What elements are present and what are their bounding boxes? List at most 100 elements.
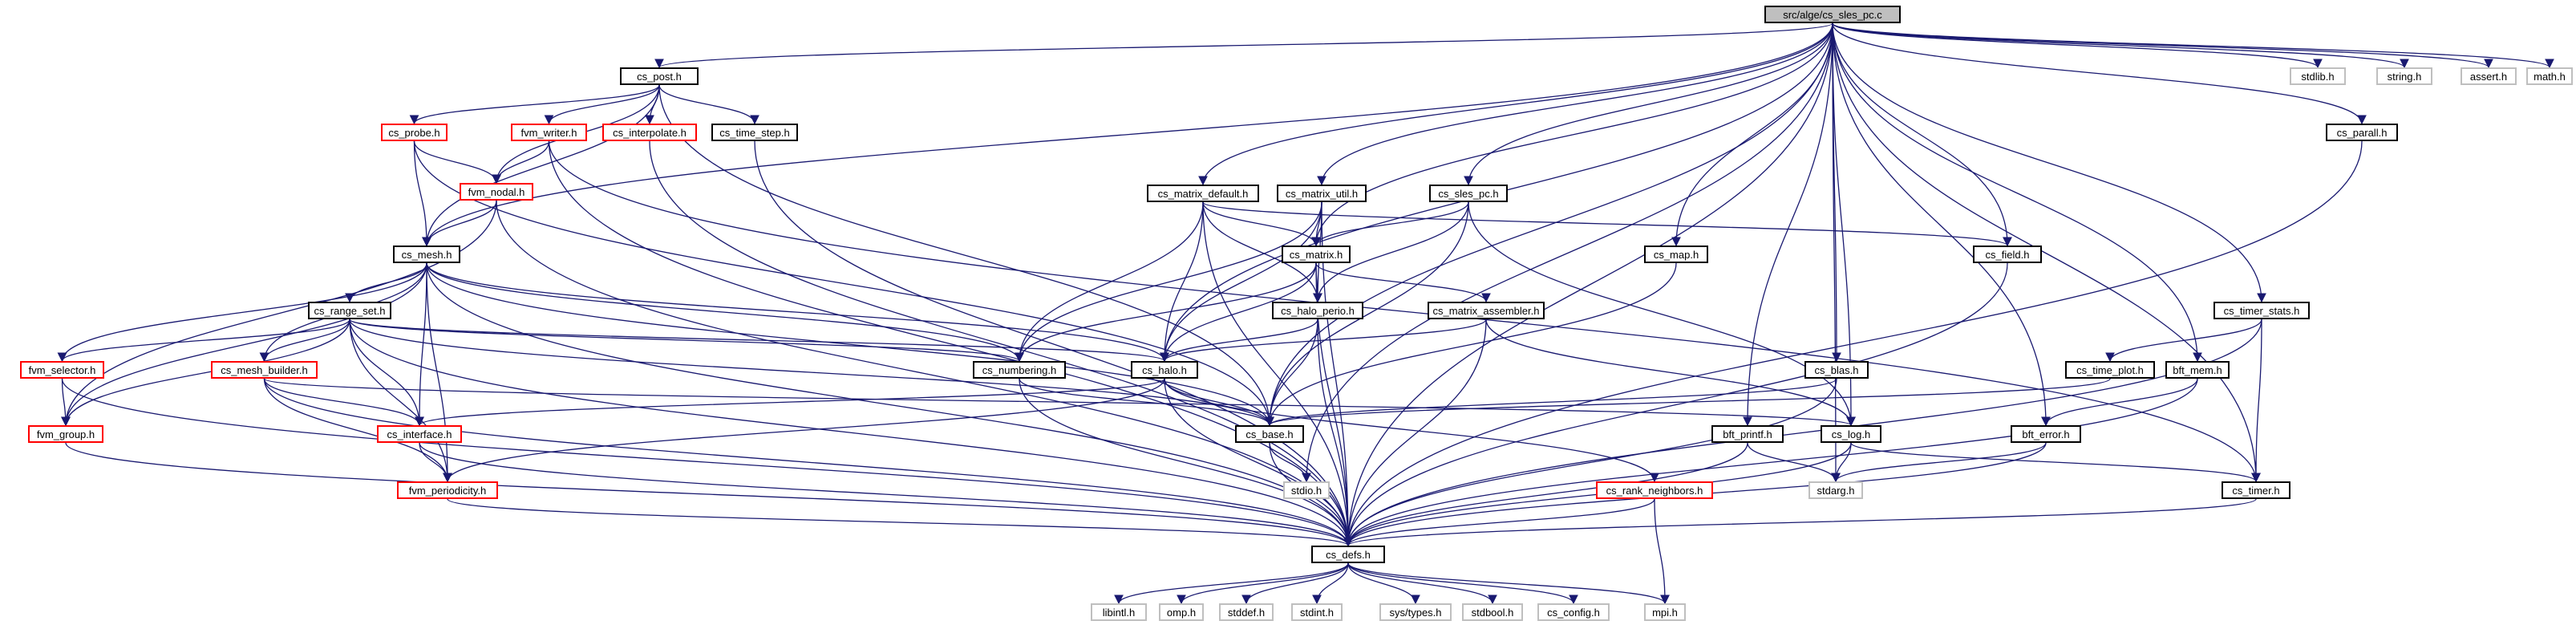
node-bft-mem[interactable]: bft_mem.h <box>2165 361 2230 379</box>
node-stddef: stddef.h <box>1219 603 1274 621</box>
edge-cs_log-to-cs_timer <box>1850 442 2261 483</box>
edge-cs_field-to-cs_defs <box>1343 262 2008 547</box>
edge-cs_range_set-to-fvm_periodicity <box>349 319 452 483</box>
edge-root-to-bft_error <box>1832 22 2051 427</box>
node-cs-numbering[interactable]: cs_numbering.h <box>973 361 1066 379</box>
node-cs-sles-pc-h[interactable]: cs_sles_pc.h <box>1429 185 1508 202</box>
node-cs-config: cs_config.h <box>1537 603 1610 621</box>
node-cs-map[interactable]: cs_map.h <box>1644 246 1708 263</box>
edge-cs_halo-to-cs_interface <box>415 378 1165 427</box>
edge-cs_post-to-cs_probe <box>409 84 660 125</box>
node-cs-interface[interactable]: cs_interface.h <box>377 425 462 443</box>
edge-cs_defs-to-sys_types <box>1347 562 1420 605</box>
edge-root-to-stdlib <box>1832 22 2323 69</box>
edge-bft_mem-to-cs_defs <box>1343 378 2198 547</box>
edge-fvm_writer-to-cs_timer <box>548 140 2261 483</box>
node-cs-blas[interactable]: cs_blas.h <box>1804 361 1869 379</box>
edge-root-to-cs_matrix_default <box>1198 22 1833 186</box>
edge-root-to-bft_printf <box>1743 22 1833 427</box>
node-bft-error[interactable]: bft_error.h <box>2011 425 2081 443</box>
edge-cs_base-to-stdio <box>1269 442 1311 483</box>
edge-cs_matrix-to-cs_matrix_assembler <box>1315 262 1491 303</box>
edge-root-to-bft_mem <box>1832 22 2202 363</box>
edge-fvm_group-to-cs_defs <box>65 442 1353 547</box>
edge-cs_range_set-to-fvm_selector <box>57 319 350 363</box>
edge-cs_timer_stats-to-cs_time_plot <box>2105 319 2262 363</box>
edge-cs_matrix_assembler-to-cs_halo <box>1160 319 1487 363</box>
edge-cs_timer-to-cs_defs <box>1343 498 2257 547</box>
edge-cs_post-to-cs_base <box>658 84 1274 427</box>
node-fvm-nodal[interactable]: fvm_nodal.h <box>460 183 533 201</box>
edge-cs_defs-to-stddef <box>1241 562 1349 605</box>
edge-cs_range_set-to-cs_mesh_builder <box>259 319 350 363</box>
node-fvm-writer[interactable]: fvm_writer.h <box>511 124 587 141</box>
edge-cs_halo-to-cs_base <box>1164 378 1274 427</box>
edge-cs_defs-to-omp <box>1177 562 1349 605</box>
node-stdio: stdio.h <box>1283 481 1330 499</box>
edge-cs_mesh_builder-to-fvm_periodicity <box>263 378 452 483</box>
edge-root-to-cs_timer_stats <box>1832 22 2266 303</box>
edge-root-to-cs_map <box>1671 22 1833 247</box>
node-cs-post[interactable]: cs_post.h <box>620 67 699 85</box>
node-cs-matrix-assembler[interactable]: cs_matrix_assembler.h <box>1428 302 1545 319</box>
node-cs-time-plot[interactable]: cs_time_plot.h <box>2065 361 2155 379</box>
node-bft-printf[interactable]: bft_printf.h <box>1711 425 1784 443</box>
edge-cs_matrix_util-to-cs_defs <box>1321 201 1353 547</box>
node-cs-matrix-util[interactable]: cs_matrix_util.h <box>1277 185 1367 202</box>
node-cs-halo[interactable]: cs_halo.h <box>1131 361 1198 379</box>
node-cs-matrix[interactable]: cs_matrix.h <box>1282 246 1351 263</box>
edge-cs_halo-to-cs_rank_neighbors <box>1164 378 1659 483</box>
edge-root-to-cs_post <box>654 22 1833 69</box>
edge-cs_sles_pc_h-to-cs_matrix <box>1311 201 1469 247</box>
edge-cs_probe-to-cs_base <box>413 140 1274 427</box>
node-cs-base[interactable]: cs_base.h <box>1235 425 1304 443</box>
edge-cs_mesh-to-cs_range_set <box>345 262 427 303</box>
node-sys-types: sys/types.h <box>1379 603 1452 621</box>
edge-cs_matrix_default-to-cs_field <box>1202 201 2012 247</box>
node-fvm-group[interactable]: fvm_group.h <box>28 425 103 443</box>
node-fvm-selector[interactable]: fvm_selector.h <box>20 361 104 379</box>
node-cs-defs[interactable]: cs_defs.h <box>1311 546 1385 563</box>
node-cs-timer-stats[interactable]: cs_timer_stats.h <box>2213 302 2310 319</box>
edge-fvm_selector-to-fvm_group <box>61 378 71 427</box>
node-root[interactable]: src/alge/cs_sles_pc.c <box>1764 6 1901 23</box>
edge-fvm_nodal-to-cs_mesh <box>422 200 497 247</box>
node-cs-rank-neighbors[interactable]: cs_rank_neighbors.h <box>1596 481 1713 499</box>
edge-cs_range_set-to-cs_halo <box>349 319 1169 363</box>
edge-cs_timer_stats-to-cs_timer <box>2251 319 2262 483</box>
edge-root-to-cs_mesh <box>422 22 1833 247</box>
edge-cs_rank_neighbors-to-mpi <box>1654 498 1670 605</box>
node-cs-probe[interactable]: cs_probe.h <box>381 124 448 141</box>
node-cs-halo-perio[interactable]: cs_halo_perio.h <box>1272 302 1363 319</box>
edge-root-to-cs_timer <box>1832 22 2261 483</box>
node-cs-time-step[interactable]: cs_time_step.h <box>711 124 798 141</box>
node-cs-matrix-default[interactable]: cs_matrix_default.h <box>1147 185 1259 202</box>
node-cs-interpolate[interactable]: cs_interpolate.h <box>602 124 697 141</box>
node-cs-log[interactable]: cs_log.h <box>1821 425 1881 443</box>
node-fvm-periodicity[interactable]: fvm_periodicity.h <box>397 481 498 499</box>
edge-root-to-cs_defs <box>1343 22 1833 547</box>
edge-cs_defs-to-stdbool <box>1347 562 1497 605</box>
edge-cs_halo_perio-to-cs_base <box>1265 319 1318 427</box>
edge-cs_halo-to-fvm_periodicity <box>443 378 1165 483</box>
edge-fvm_nodal-to-cs_defs <box>496 200 1353 547</box>
edge-bft_mem-to-bft_error <box>2041 378 2198 427</box>
edge-cs_mesh-to-fvm_selector <box>57 262 427 363</box>
node-cs-mesh[interactable]: cs_mesh.h <box>393 246 460 263</box>
node-cs-range-set[interactable]: cs_range_set.h <box>308 302 391 319</box>
node-assert: assert.h <box>2461 67 2517 85</box>
edge-layer <box>57 22 2554 605</box>
edge-cs_range_set-to-fvm_group <box>61 319 350 427</box>
node-cs-mesh-builder[interactable]: cs_mesh_builder.h <box>211 361 318 379</box>
edge-root-to-cs_field <box>1832 22 2012 247</box>
node-cs-field[interactable]: cs_field.h <box>1973 246 2042 263</box>
edge-cs_mesh-to-fvm_group <box>61 262 427 427</box>
edge-fvm_writer-to-cs_defs <box>548 140 1353 547</box>
node-cs-timer[interactable]: cs_timer.h <box>2222 481 2290 499</box>
edge-cs_range_set-to-cs_interface <box>349 319 424 427</box>
edge-cs_map-to-cs_base <box>1265 262 1677 427</box>
edge-cs_matrix_default-to-cs_matrix <box>1202 201 1321 247</box>
node-cs-parall[interactable]: cs_parall.h <box>2326 124 2398 141</box>
edge-cs_post-to-cs_mesh <box>422 84 660 247</box>
